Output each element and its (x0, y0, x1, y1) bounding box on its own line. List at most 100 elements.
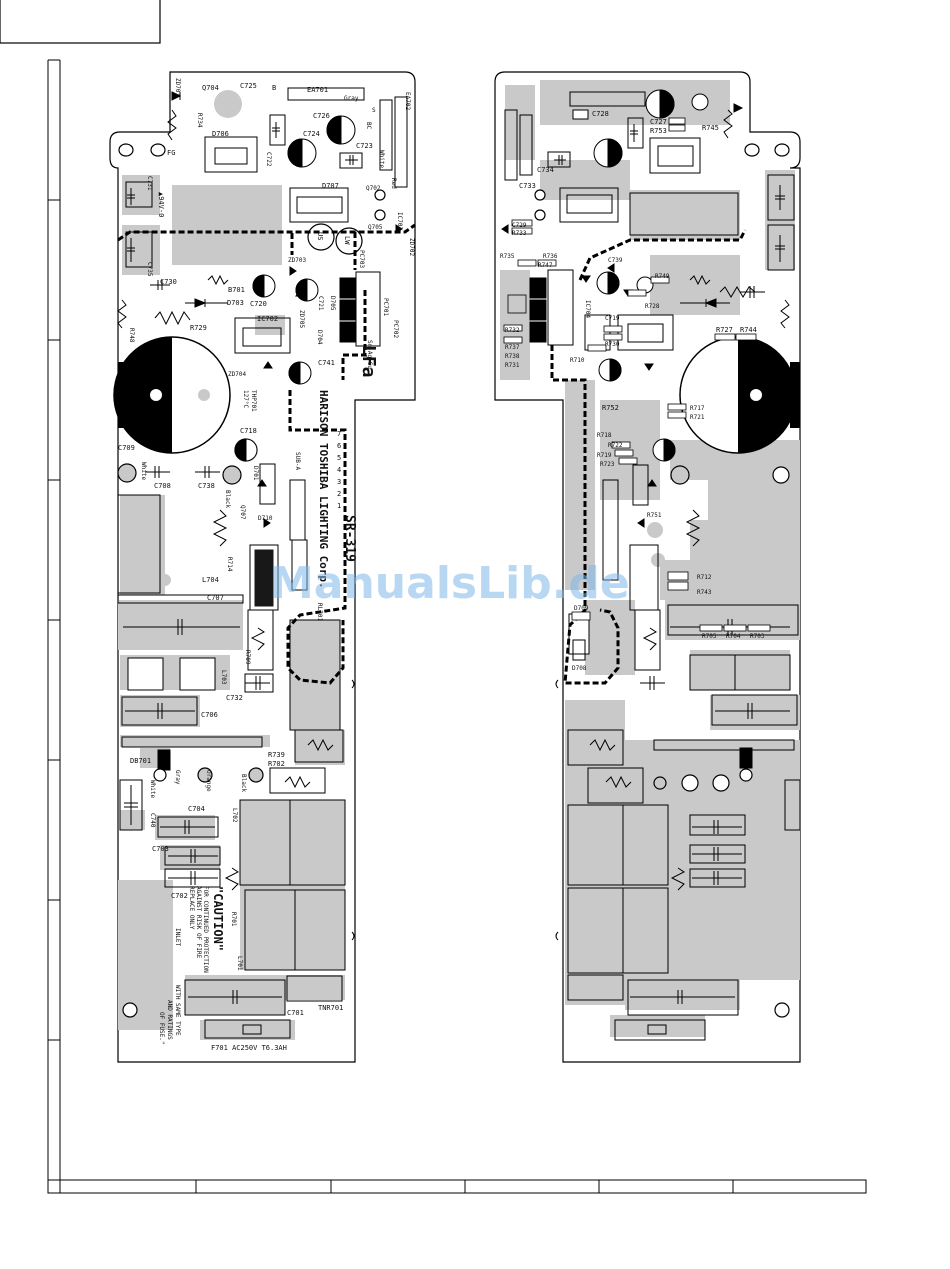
label-r702: R702 (268, 760, 285, 768)
silk-rating: ▲94V-0 (157, 192, 165, 217)
right-smd-pads (503, 117, 771, 632)
label-db701: DB701 (130, 757, 151, 765)
silk-digit-2: 2 (337, 490, 341, 498)
left-silk-labels: ZD701 Q704 C725 B EA701 Gray S EA702 R73… (118, 78, 415, 1052)
label-c733: C733 (519, 182, 536, 190)
label-r739: R739 (268, 751, 285, 759)
label-fuse: F701 AC250V T6.3AH (211, 1044, 287, 1052)
label-c721: C721 (317, 296, 324, 311)
label-r727: R727 (716, 326, 733, 334)
label-zd701: ZD701 (174, 78, 181, 96)
left-small-caps (123, 122, 358, 1004)
silk-maker: HARISON TOSHIBA LIGHTING Corp. (317, 390, 330, 589)
label-white-2: White (140, 462, 147, 480)
label-r749: R749 (655, 273, 670, 280)
label-c718: C718 (240, 427, 257, 435)
label-r733: R733 (512, 230, 527, 237)
caution-line-3: REPLACE ONLY (188, 886, 195, 930)
label-pc701: PC701 (382, 298, 389, 316)
label-c722: C722 (265, 152, 272, 167)
label-r752: R752 (602, 404, 619, 412)
label-r729: R729 (190, 324, 207, 332)
label-r701: R701 (230, 912, 237, 927)
label-zd702: ZD702 (408, 238, 415, 256)
label-r738: R738 (505, 353, 520, 360)
label-c723: C723 (356, 142, 373, 150)
label-c706: C706 (201, 711, 218, 719)
label-c730: C730 (160, 278, 177, 286)
label-black: Black (224, 490, 231, 508)
label-c719: C719 (605, 315, 620, 322)
left-components (117, 87, 408, 1039)
label-127c: 127°C (242, 390, 249, 408)
label-c735: C735 (146, 262, 153, 277)
label-zd704: ZD704 (228, 371, 246, 378)
label-zd703: ZD703 (288, 257, 306, 264)
label-c724: C724 (303, 130, 320, 138)
label-r747: R747 (538, 262, 553, 269)
label-r710: R710 (570, 357, 585, 364)
label-d705: D705 (329, 296, 336, 311)
right-big-capacitor (679, 336, 800, 454)
label-c727: C727 (650, 118, 667, 126)
label-c702: C702 (171, 892, 188, 900)
label-q702: Q702 (366, 185, 381, 192)
right-board: C728 C727 R753 R745 C734 C733 C729 R733 … (494, 71, 801, 1063)
label-c731: C731 (146, 176, 153, 191)
board-edge-marks (351, 679, 559, 941)
label-red: Red (390, 178, 397, 189)
label-r753: R753 (650, 127, 667, 135)
left-isolation-trace (117, 223, 416, 685)
label-r748: R748 (128, 328, 135, 343)
label-r735: R735 (500, 253, 515, 260)
silk-sn: Sn-Ag-Cu (366, 340, 373, 369)
left-electrolytic-caps (234, 115, 356, 462)
left-diodes (171, 91, 403, 528)
caution-line-6: OF FUSE." (158, 1012, 165, 1045)
label-d709: D709 (574, 605, 589, 612)
label-d703: D703 (227, 299, 244, 307)
label-d706: D706 (212, 130, 229, 138)
label-r732: R732 (505, 327, 520, 334)
silk-digit-6: 6 (337, 442, 341, 450)
label-c738: C738 (198, 482, 215, 490)
page-frame (0, 0, 867, 1194)
label-r723: R723 (600, 461, 615, 468)
label-l703: L703 (220, 670, 227, 685)
label-tnr701: TNR701 (318, 1004, 343, 1012)
label-r737: R737 (505, 344, 520, 351)
label-r704: R704 (726, 633, 741, 640)
label-q705: Q705 (368, 224, 383, 231)
label-c734: C734 (537, 166, 554, 174)
label-gray-2: Gray (174, 770, 181, 785)
silk-digit-4: 4 (337, 466, 341, 474)
right-components (504, 91, 801, 1041)
label-r730: R730 (605, 341, 620, 348)
right-silk-labels: C728 C727 R753 R745 C734 C733 C729 R733 … (500, 110, 765, 672)
label-ea702: EA702 (404, 92, 411, 110)
label-c701: C701 (287, 1009, 304, 1017)
label-c728: C728 (592, 110, 609, 118)
label-gray: Gray (344, 95, 359, 102)
label-thp701: THP701 (250, 390, 257, 412)
silk-digit-3: 3 (337, 478, 341, 486)
silk-digit-1: 1 (337, 502, 341, 510)
label-c740: C740 (149, 813, 156, 828)
caution-title: "CAUTION" (211, 886, 225, 951)
label-q707: Q707 (239, 505, 246, 520)
silk-digit-5: 5 (337, 454, 341, 462)
label-r721: R721 (690, 414, 705, 421)
caution-line-2: AGAINST RISK OF FIRE (195, 886, 202, 959)
label-ic702: IC702 (257, 315, 278, 323)
label-r743: R743 (697, 589, 712, 596)
label-pc702: PC702 (392, 320, 399, 338)
label-c741: C741 (318, 359, 335, 367)
label-d710: D710 (258, 515, 273, 522)
right-resistors (589, 109, 790, 891)
label-r718: R718 (597, 432, 612, 439)
label-d704: D704 (316, 330, 323, 345)
c709-capacitor (113, 336, 231, 454)
label-c708: C708 (154, 482, 171, 490)
